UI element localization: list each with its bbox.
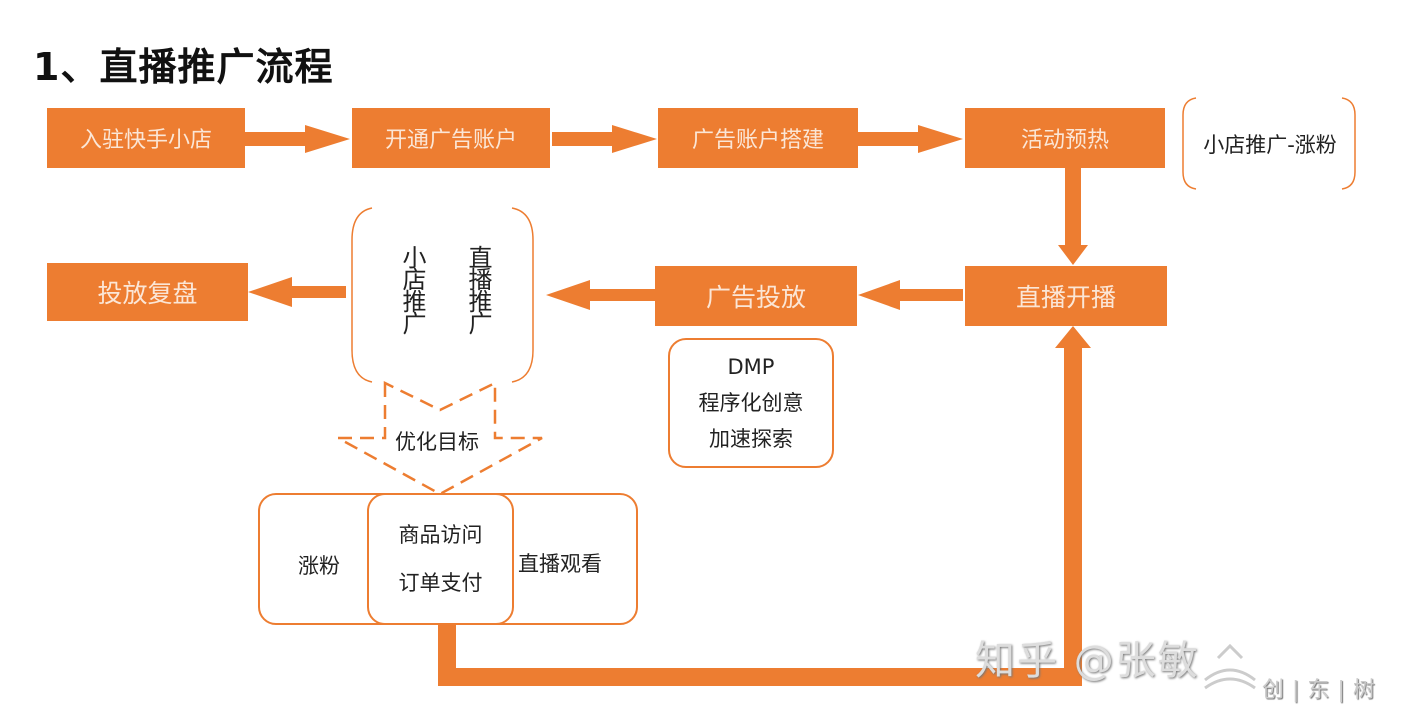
step-label: 广告账户搭建 bbox=[691, 128, 824, 153]
arrow-down bbox=[1058, 168, 1088, 265]
watermark-logo-icon bbox=[1200, 640, 1260, 704]
arrow-right-3 bbox=[858, 125, 963, 153]
step-warmup: 活动预热 bbox=[965, 108, 1165, 168]
side-note: 小店推广-涨粉 bbox=[1185, 100, 1355, 188]
promo-bracket-left bbox=[351, 207, 373, 383]
page-title: 1、直播推广流程 bbox=[33, 45, 334, 89]
side-note-label: 小店推广-涨粉 bbox=[1203, 133, 1337, 157]
arrow-left-1 bbox=[858, 280, 963, 310]
arrow-left-2 bbox=[546, 280, 655, 310]
side-note-bracket-left bbox=[1182, 97, 1197, 190]
goal-order-payment: 订单支付 bbox=[398, 571, 483, 595]
promo-live: 直播推广 bbox=[461, 245, 496, 337]
step-open-account: 开通广告账户 bbox=[352, 108, 550, 168]
step-review: 投放复盘 bbox=[47, 263, 248, 321]
step-label: 开通广告账户 bbox=[384, 128, 517, 153]
watermark-logo-text: 创|东|树 bbox=[1262, 678, 1383, 703]
step-build-account: 广告账户搭建 bbox=[658, 108, 858, 168]
promo-bracket-right bbox=[511, 207, 534, 383]
arrow-left-3 bbox=[248, 277, 346, 307]
step-label: 投放复盘 bbox=[97, 279, 198, 308]
watermark: 知乎 @张敏 bbox=[975, 638, 1200, 684]
optimize-label: 优化目标 bbox=[393, 426, 481, 456]
arrow-right-1 bbox=[245, 125, 350, 153]
goal-product-visit: 商品访问 bbox=[398, 523, 483, 547]
ad-tool-explore: 加速探索 bbox=[709, 427, 793, 451]
step-label: 广告投放 bbox=[705, 283, 806, 312]
promo-live-label: 直播推广 bbox=[464, 245, 492, 333]
promo-shop-label: 小店推广 bbox=[398, 245, 426, 333]
step-label: 活动预热 bbox=[1020, 128, 1109, 153]
optimize-arrow bbox=[337, 380, 543, 496]
goal-follow: 涨粉 bbox=[298, 554, 340, 578]
ad-tools-box: DMP 程序化创意 加速探索 bbox=[668, 338, 834, 468]
step-label: 入驻快手小店 bbox=[79, 128, 212, 153]
step-enter-shop: 入驻快手小店 bbox=[47, 108, 245, 168]
side-note-bracket-right bbox=[1341, 97, 1356, 190]
goal-commerce-box: 商品访问 订单支付 bbox=[367, 493, 514, 625]
ad-tool-creative: 程序化创意 bbox=[698, 391, 804, 415]
step-label: 直播开播 bbox=[1015, 283, 1116, 312]
goal-live-view: 直播观看 bbox=[518, 552, 602, 576]
promo-shop: 小店推广 bbox=[395, 245, 430, 337]
arrow-right-2 bbox=[552, 125, 657, 153]
ad-tool-dmp: DMP bbox=[727, 355, 775, 379]
step-live-start: 直播开播 bbox=[965, 266, 1167, 326]
step-ad-delivery: 广告投放 bbox=[655, 266, 857, 326]
